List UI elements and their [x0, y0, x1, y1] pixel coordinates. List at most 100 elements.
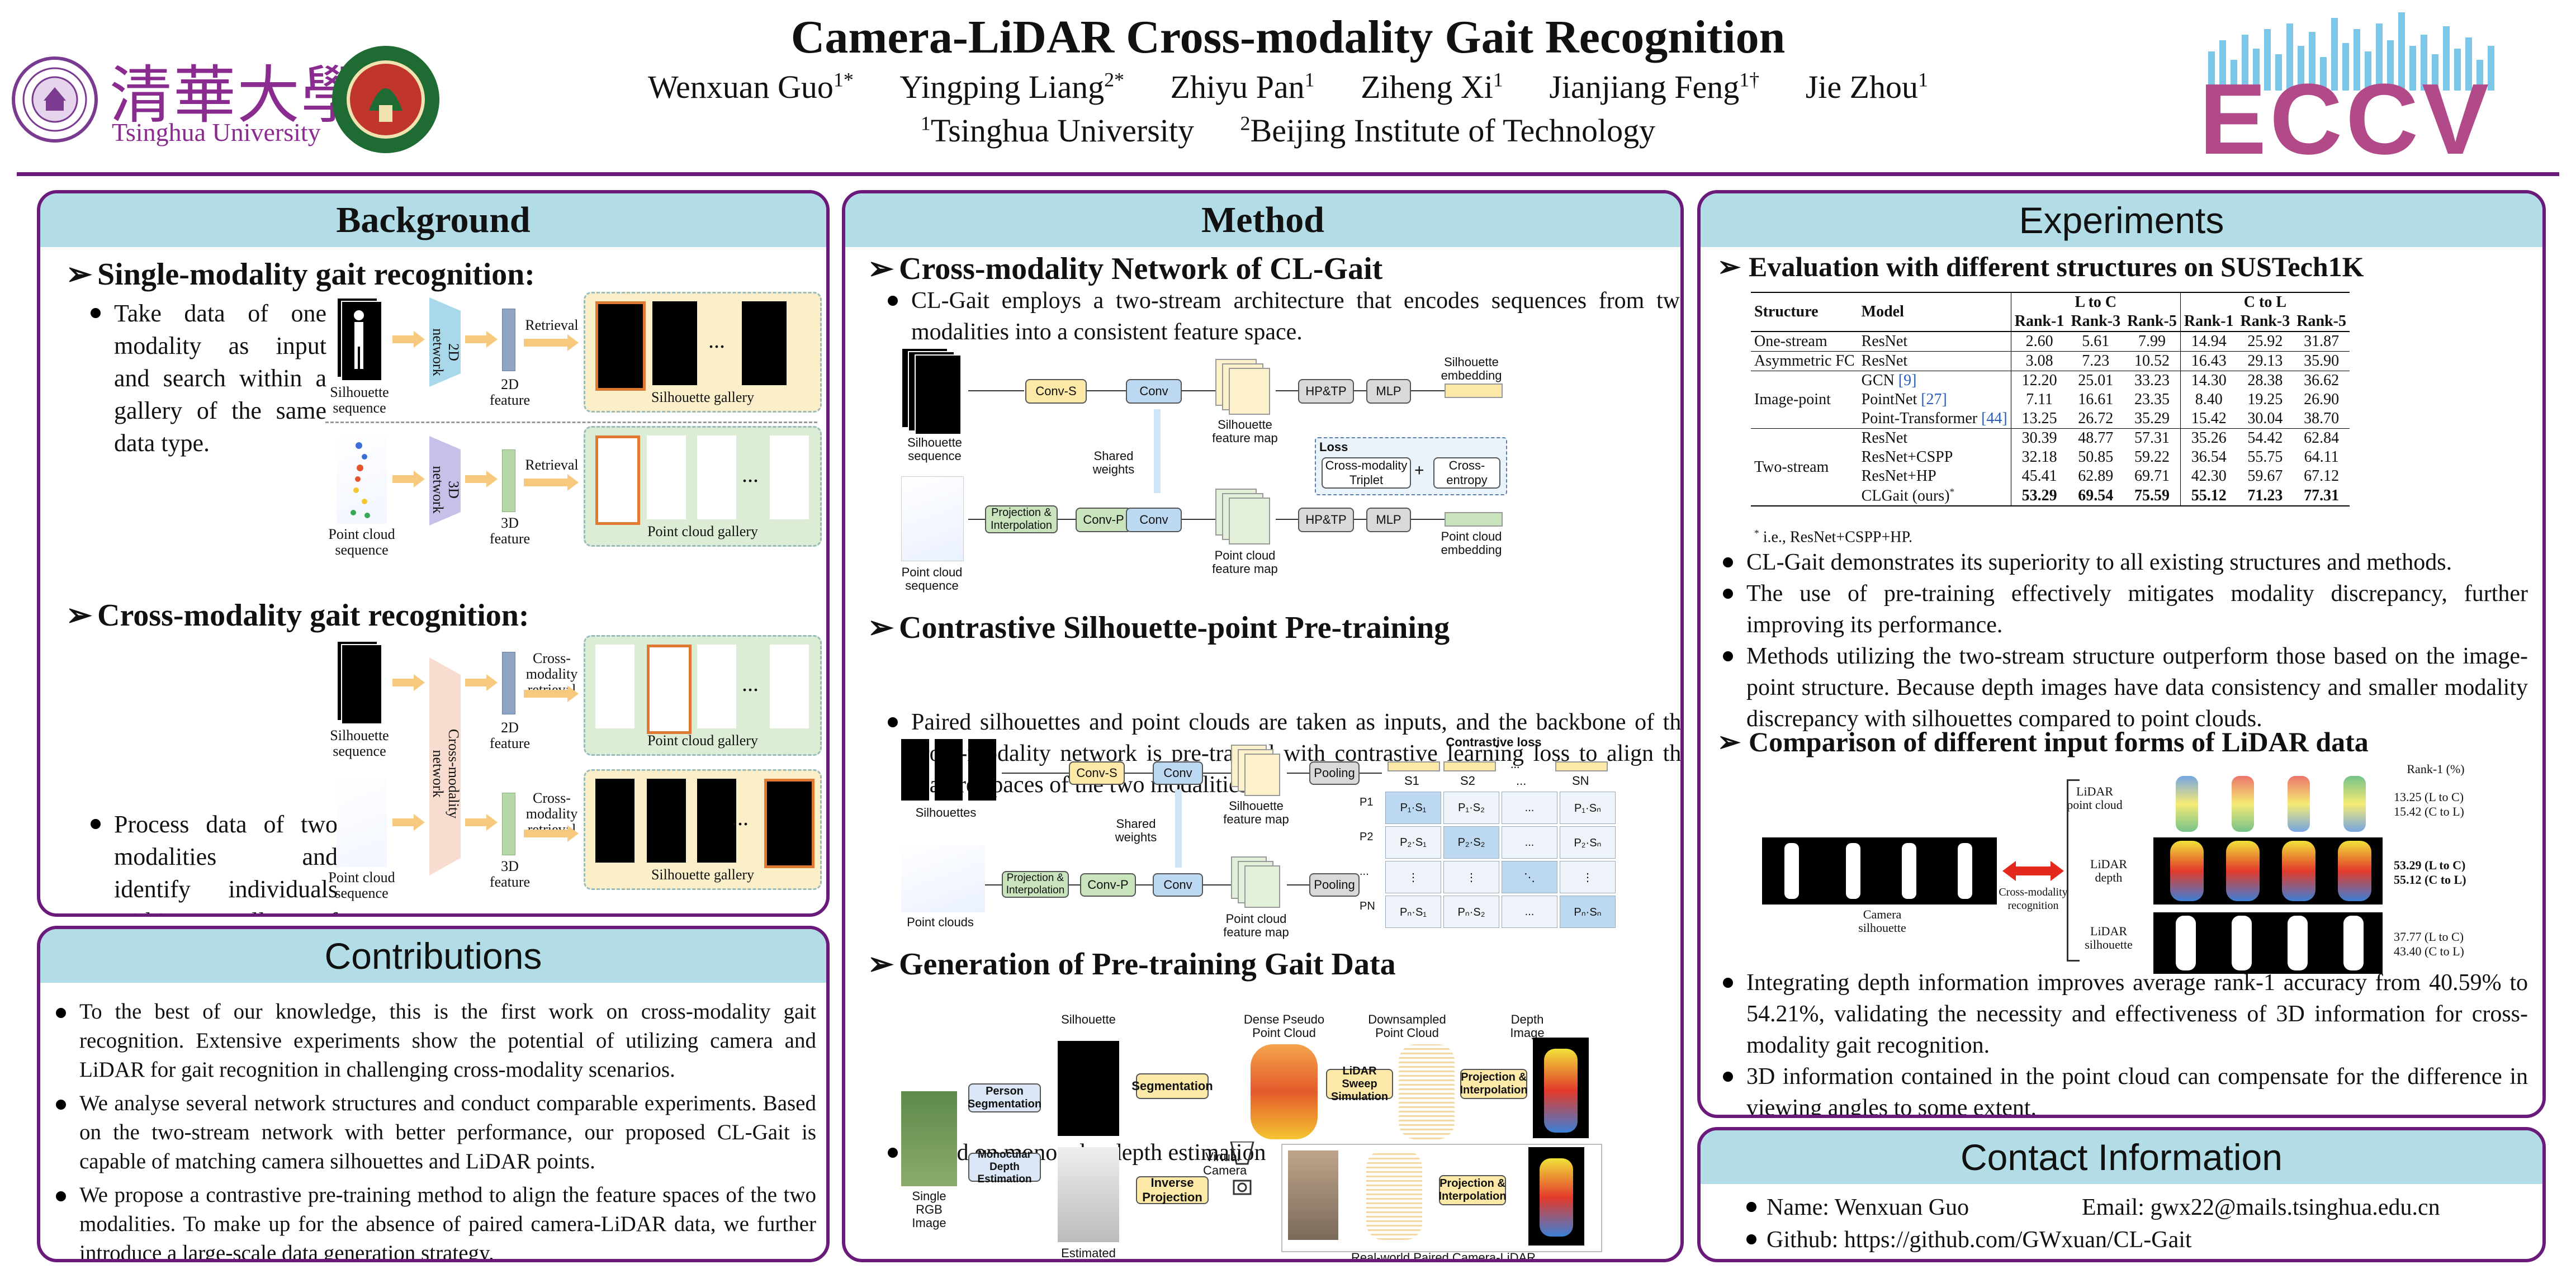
depth-image-label: Depth Image [1510, 1012, 1545, 1040]
value-cell: 33.23 [2134, 372, 2170, 389]
bullet-icon [1746, 1234, 1756, 1245]
github-link[interactable]: https://github.com/GWxuan/CL-Gait [1844, 1227, 2192, 1253]
bullet-icon [91, 308, 101, 318]
projection-interpolation-block: Projection & Interpolation [1002, 871, 1069, 898]
person-segmentation-block: Person Segmentation [968, 1083, 1041, 1112]
header-divider [17, 172, 2559, 176]
result-bullet: 3D information contained in the point cl… [1723, 1061, 2528, 1115]
camera-silhouette-strip [1762, 837, 1997, 905]
real-world-data-label: Real-world Paired Camera-LiDAR Data [1351, 1251, 1536, 1262]
model-cell: Point-Transformer [44] [1861, 410, 2007, 427]
arrow-right-icon [465, 674, 498, 691]
citation-link[interactable]: [27] [1921, 391, 1947, 408]
connector-line [1203, 884, 1231, 886]
value-cell: 48.77 [2078, 429, 2114, 447]
silhouette-sequence-label: Silhouette sequence [330, 384, 389, 416]
bullet-icon [1723, 557, 1733, 567]
model-cell: ResNet+CSPP [1861, 448, 1953, 466]
email-link[interactable]: gwx22@mails.tsinghua.edu.cn [2150, 1195, 2440, 1220]
lidar-forms-bullets: Integrating depth information improves a… [1723, 967, 2528, 1115]
bullet-icon [56, 1100, 66, 1110]
connector-line [1069, 884, 1080, 886]
silhouette-sequence-label: Silhouette sequence [907, 435, 962, 463]
cross-modality-recognition-label: Cross-modality recognition [1999, 886, 2068, 912]
3d-network-label: 3D network [430, 466, 462, 514]
value-cell: 25.01 [2078, 372, 2114, 389]
silhouette-gallery-label: Silhouette gallery [651, 866, 755, 883]
value-cell: 26.72 [2078, 410, 2114, 427]
contribution-item: We analyse several network structures an… [56, 1089, 816, 1176]
value-cell: 35.29 [2134, 410, 2170, 427]
pair-cell: ⋱ [1502, 861, 1557, 893]
pretraining-text: Paired silhouettes and point clouds are … [888, 707, 1680, 801]
value-cell: 7.99 [2138, 333, 2166, 350]
table-footnote: * i.e., ResNet+CSPP+HP. [1754, 528, 1912, 546]
3d-network-block [429, 436, 461, 525]
pooling-block: Pooling [1309, 873, 1360, 897]
3d-feature-bar [502, 449, 515, 512]
point-cloud-sequence-label: Point cloud sequence [901, 565, 963, 593]
evaluation-bullets: CL-Gait demonstrates its superiority to … [1723, 547, 2528, 735]
retrieval-label: Retrieval [525, 317, 579, 333]
retrieval-label: Retrieval [525, 457, 579, 473]
value-cell: 55.75 [2247, 448, 2283, 466]
value-cell: 23.35 [2134, 391, 2170, 408]
value-cell: 64.11 [2304, 448, 2339, 466]
value-cell: 62.84 [2304, 429, 2340, 447]
silhouettes-label: Silhouettes [915, 806, 977, 820]
arrow-icon: ➢ [1717, 251, 1741, 282]
value-cell: 16.43 [2180, 351, 2237, 371]
citation-link[interactable]: [9] [1898, 372, 1917, 389]
connector-line [1136, 884, 1153, 886]
conv-block: Conv [1126, 508, 1182, 532]
citation-link[interactable]: [44] [1981, 410, 2007, 427]
loss-label: Loss [1319, 440, 1348, 454]
contact-name-row: Name: Wenxuan Guo Email: gwx22@mails.tsi… [1746, 1192, 2529, 1223]
value-cell: 36.62 [2304, 372, 2340, 389]
cross-modality-heading: ➢Cross-modality gait recognition: [66, 598, 529, 633]
pair-cell: P₁·Sₙ [1560, 792, 1616, 824]
connector-line [968, 519, 985, 520]
pair-cell: ⋮ [1443, 861, 1499, 893]
arrow-right-icon [524, 474, 579, 491]
point-cloud-embedding-label: Point cloud embedding [1441, 529, 1502, 557]
s-labels-row: S1 S2 ... SN [1404, 774, 1589, 788]
silhouette-sequence-thumbs [337, 641, 382, 724]
connector-line [985, 884, 1002, 886]
author: Jianjiang Feng1† [1549, 69, 1760, 106]
tsinghua-logo-cn: 清華大學 [110, 59, 364, 132]
cross-modality-network-block [429, 657, 461, 875]
cross-modality-figure: Silhouette sequence Cross-modality netwo… [328, 635, 823, 903]
value-cell: 7.23 [2082, 352, 2110, 370]
result-bullet: Methods utilizing the two-stream structu… [1723, 641, 2528, 735]
value-cell: 36.54 [2180, 448, 2237, 467]
model-cell: ResNet [1861, 429, 1908, 447]
camera-silhouette-label: Camera silhouette [1858, 907, 1906, 935]
author: Wenxuan Guo1* [647, 69, 854, 106]
pair-cell: ⋮ [1385, 861, 1441, 893]
point-cloud-sequence-thumbs [337, 778, 387, 867]
cross-modality-text: Process data of two modalities and ident… [91, 808, 338, 913]
conv-block: Conv [1126, 379, 1182, 404]
col-subheader: Rank-1 [2180, 312, 2237, 332]
value-cell: 12.20 [2010, 371, 2068, 390]
point-clouds-label: Point clouds [907, 915, 974, 929]
depth-l-to-c: 53.29 (L to C) [2394, 858, 2466, 872]
conv-block: Conv [1153, 761, 1203, 785]
value-cell: 55.12 [2180, 486, 2237, 506]
depth-c-to-l: 55.12 (C to L) [2394, 873, 2466, 887]
downsampled-point-cloud-image [1399, 1044, 1455, 1139]
point-clouds-thumbs [901, 845, 985, 912]
2d-feature-label: 2D feature [489, 719, 531, 751]
camera-icon [1230, 1140, 1254, 1195]
hp-tp-block: HP&TP [1298, 379, 1354, 404]
author: Yingping Liang2* [899, 69, 1125, 106]
silhouette-sequence-thumbs [337, 297, 382, 381]
cross-modality-network-label: Cross-modality network [430, 728, 462, 819]
arrow-right-icon [392, 471, 425, 487]
bullet-icon [888, 1148, 898, 1158]
